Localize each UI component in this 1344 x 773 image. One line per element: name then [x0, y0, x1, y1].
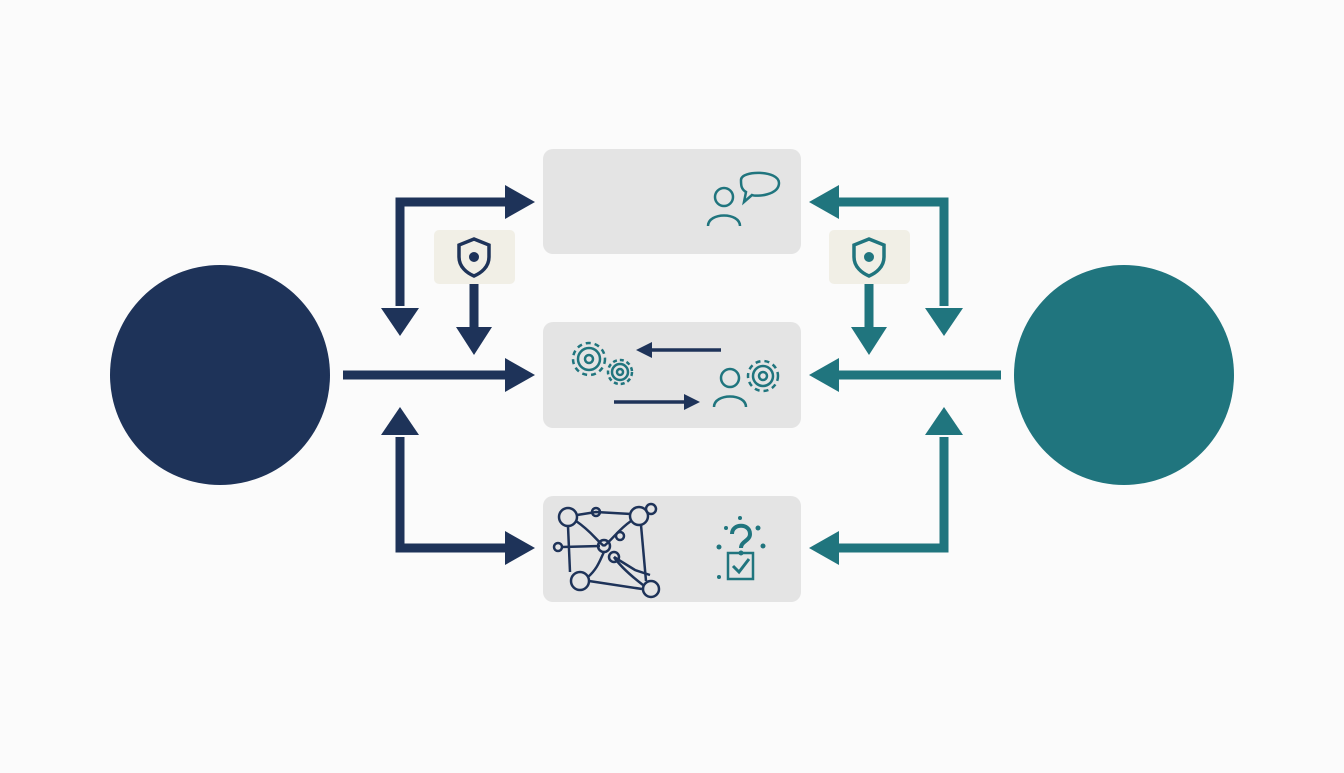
right-arrows — [809, 185, 1001, 565]
arrowhead-down — [381, 308, 419, 336]
middle-panel — [543, 322, 801, 428]
network-nodes-icon — [552, 502, 661, 599]
arrowhead-up — [925, 407, 963, 435]
right-to-bottom-arrow — [809, 437, 949, 565]
arrow-left-icon — [636, 342, 721, 358]
arrowhead-down — [851, 327, 887, 355]
question-checkbox-icon — [716, 516, 766, 581]
left-to-top-arrow — [395, 185, 535, 306]
person-speech-bubble-icon — [706, 171, 781, 227]
right-actor-circle — [1014, 265, 1234, 485]
left-shield-badge — [434, 230, 515, 284]
arrowhead-up — [381, 407, 419, 435]
right-shield-badge — [829, 230, 910, 284]
person-gear-icon — [712, 359, 780, 408]
left-to-bottom-arrow — [395, 437, 535, 565]
arrowhead-down — [925, 308, 963, 336]
gears-icon — [571, 341, 634, 386]
arrow-right-icon — [614, 394, 700, 410]
bottom-panel — [543, 496, 801, 602]
left-arrows — [343, 185, 535, 565]
top-panel — [543, 149, 801, 254]
shield-icon — [852, 237, 886, 278]
left-actor-circle — [110, 265, 330, 485]
right-to-top-arrow — [809, 185, 949, 306]
arrowhead-down — [456, 327, 492, 355]
shield-icon — [457, 237, 491, 278]
